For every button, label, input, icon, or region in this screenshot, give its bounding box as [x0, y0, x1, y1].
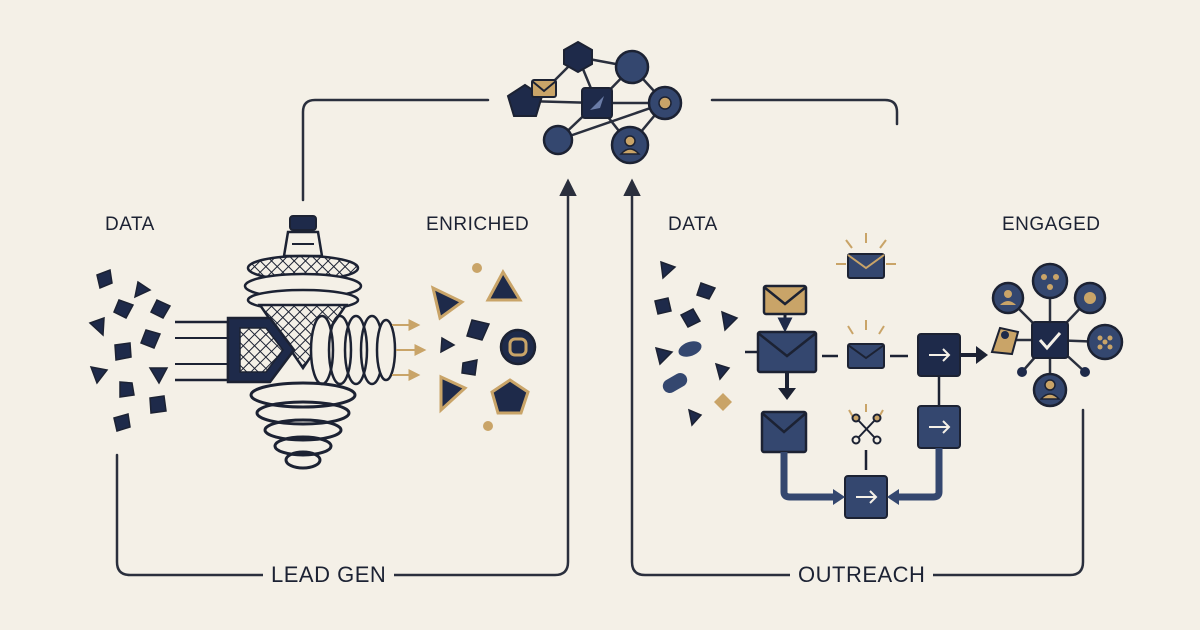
network-graph-icon: [506, 40, 683, 165]
envelope-icon: [531, 79, 557, 98]
outreach-output-label: ENGAGED: [1002, 214, 1101, 235]
connector-top-left: [301, 98, 490, 202]
outreach-data-scatter: [654, 260, 739, 427]
email-sequence-icon: [745, 233, 988, 519]
raw-data-scatter: [88, 268, 172, 432]
engaged-network-icon: [990, 262, 1124, 408]
person-icon: [624, 135, 636, 147]
split-icon: [851, 413, 882, 445]
outreach-stage-label: OUTREACH: [790, 562, 934, 588]
lead-output-label: ENRICHED: [426, 214, 530, 235]
enriched-data-scatter: [430, 263, 537, 431]
outreach-input-label: DATA: [668, 214, 718, 235]
connector-top-right: [710, 98, 899, 126]
lead-input-label: DATA: [105, 214, 155, 235]
lead-gen-stage-label: LEAD GEN: [263, 562, 395, 588]
check-icon: [1038, 332, 1062, 351]
enrichment-machine-icon: [175, 215, 427, 470]
